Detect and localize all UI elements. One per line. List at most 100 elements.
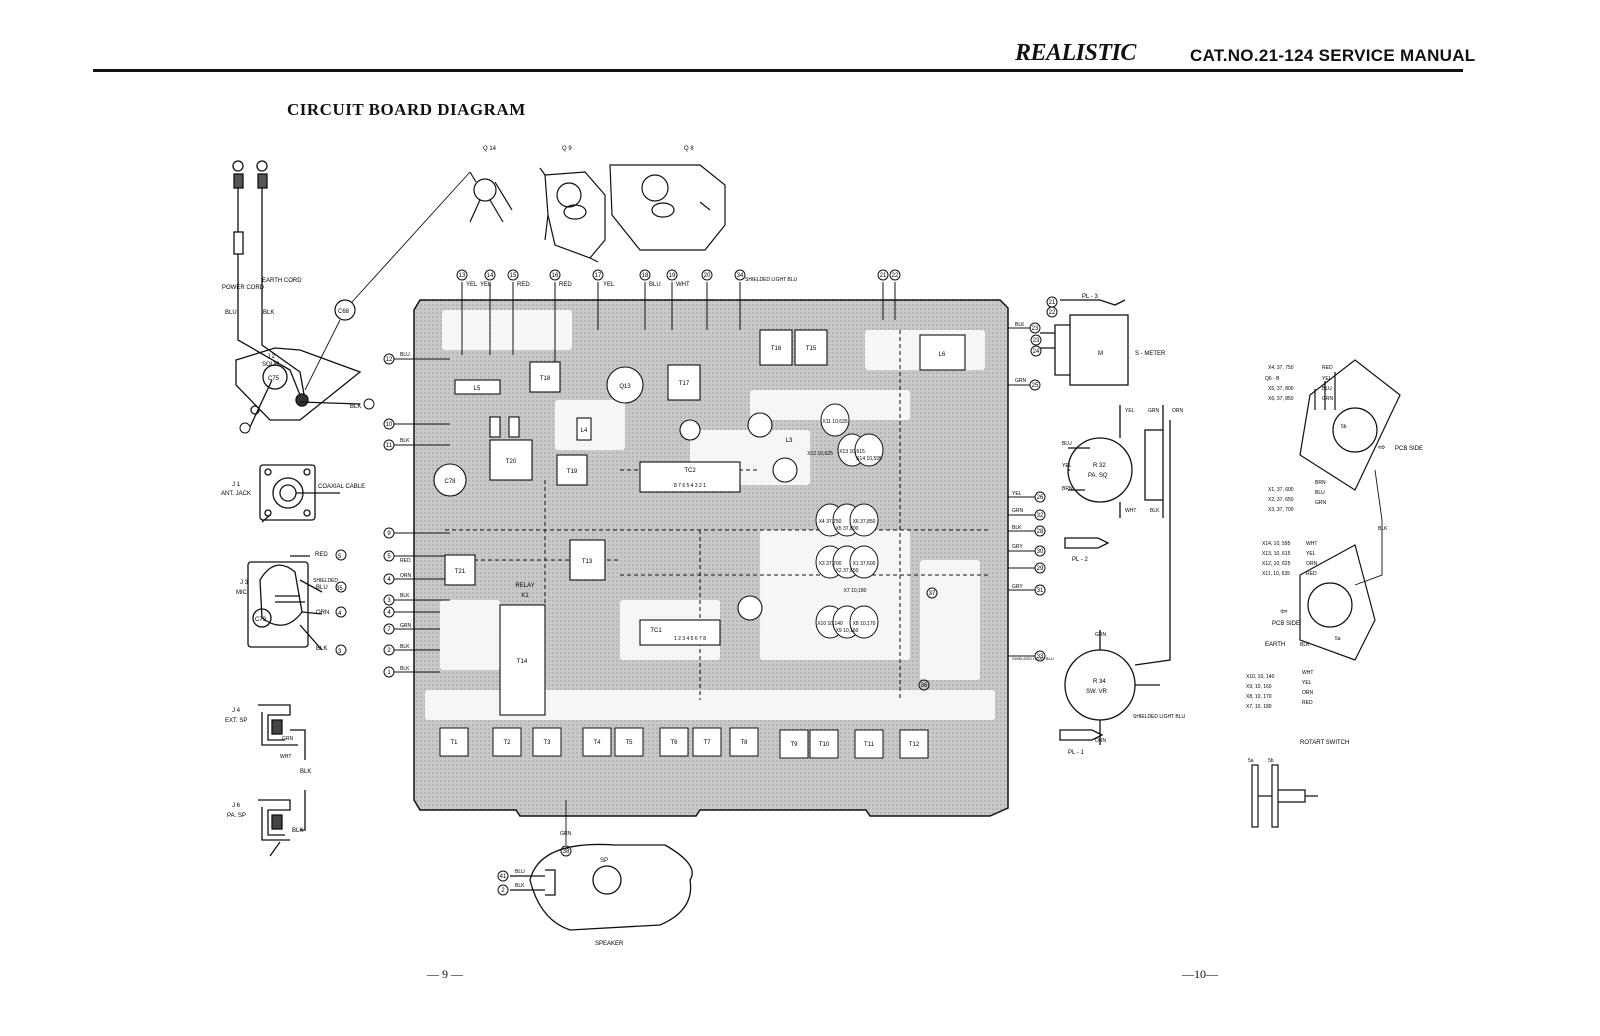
svg-text:24: 24 [1033, 349, 1040, 355]
wire-red-label: RED [315, 552, 328, 558]
svg-text:T18: T18 [540, 376, 551, 382]
svg-text:1 2 3 4 5 6 7 8: 1 2 3 4 5 6 7 8 [674, 636, 706, 642]
svg-text:RED: RED [517, 282, 530, 288]
svg-text:K1: K1 [521, 593, 529, 599]
speaker-lead-grn: GRN [560, 831, 572, 837]
j2-label: J 2 [267, 354, 276, 360]
r32-wire-label: BLU [1062, 441, 1072, 447]
r32-wire-label: YEL [1062, 463, 1072, 469]
svg-text:X5 37,800: X5 37,800 [836, 526, 859, 532]
switch-5a-label: 5a [1335, 636, 1341, 642]
wire-orn-label: ORN [316, 610, 329, 616]
speaker-label: SPEAKER [595, 941, 624, 947]
svg-text:X4 37,750: X4 37,750 [819, 519, 842, 525]
j6-pa-speaker-jack [258, 790, 306, 857]
svg-text:RED: RED [559, 282, 572, 288]
side-5a-label: 5a [1248, 758, 1254, 764]
svg-text:25: 25 [1032, 383, 1039, 389]
speaker-sp-label: SP [600, 858, 608, 864]
header-rule [93, 69, 1463, 72]
rotary-switch-5b [1299, 359, 1401, 491]
svg-text:X3, 37, 700: X3, 37, 700 [1268, 507, 1294, 513]
svg-text:2: 2 [387, 648, 391, 654]
svg-text:19: 19 [669, 273, 676, 279]
svg-text:X9 10,160: X9 10,160 [836, 628, 859, 634]
svg-text:1: 1 [387, 670, 391, 676]
j2-name-label: SOUR [262, 362, 280, 368]
svg-text:WHT: WHT [676, 282, 690, 288]
svg-text:X6, 37, 850: X6, 37, 850 [1268, 396, 1294, 402]
speaker [510, 843, 693, 931]
svg-text:RED: RED [1302, 700, 1313, 706]
svg-text:11: 11 [386, 443, 393, 449]
c75-label: C75 [268, 376, 280, 382]
svg-text:YEL: YEL [1322, 376, 1332, 382]
svg-text:T3: T3 [543, 740, 551, 746]
svg-text:ORN: ORN [400, 573, 412, 579]
rotary-switch-side-view [1251, 764, 1318, 828]
svg-text:10: 10 [386, 422, 393, 428]
svg-text:35: 35 [336, 586, 343, 592]
page-number-right: —10— [1182, 967, 1218, 981]
svg-text:L4: L4 [581, 428, 588, 434]
crystal-bank [815, 403, 884, 639]
top-wire-labels: YEL YEL RED RED YEL BLU WHT SHIELDED LIG… [466, 277, 798, 288]
svg-text:31: 31 [1037, 588, 1044, 594]
svg-text:RED: RED [1322, 365, 1333, 371]
svg-text:T7: T7 [703, 740, 711, 746]
svg-text:X12, 10, 625: X12, 10, 625 [1262, 561, 1291, 567]
rotary-upper-labels: X4, 37, 750 RED Q6 - B YEL X5, 37, 800 B… [1265, 365, 1334, 513]
bottom-transformers [439, 727, 929, 759]
svg-text:29: 29 [1037, 566, 1044, 572]
svg-text:30: 30 [1037, 549, 1044, 555]
svg-text:BLU: BLU [1322, 386, 1332, 392]
svg-text:L6: L6 [939, 352, 946, 358]
c68-capacitor [334, 299, 356, 321]
wire-wht-label: WHT [280, 754, 291, 760]
svg-text:28: 28 [1037, 529, 1044, 535]
svg-text:T15: T15 [806, 346, 817, 352]
q8-label: Q 8 [684, 146, 694, 152]
meter-label: M [1098, 351, 1103, 357]
r32-name-label: PA. SQ [1088, 473, 1108, 479]
r34-wire-label: GRN [1095, 632, 1107, 638]
svg-text:L3: L3 [786, 438, 793, 444]
svg-text:3: 3 [338, 649, 342, 655]
svg-text:X6 37,850: X6 37,850 [853, 519, 876, 525]
svg-text:X2, 37, 650: X2, 37, 650 [1268, 497, 1294, 503]
q9-label: Q 9 [562, 146, 572, 152]
svg-text:36: 36 [921, 683, 928, 689]
svg-text:34: 34 [737, 273, 744, 279]
svg-text:5: 5 [338, 554, 342, 560]
terminal-marker [239, 422, 251, 434]
svg-text:X13 10,615: X13 10,615 [839, 449, 865, 455]
r34-name-label: SW. VR [1086, 689, 1108, 695]
svg-text:YEL: YEL [603, 282, 615, 288]
section-title: CIRCUIT BOARD DIAGRAM [287, 100, 526, 119]
svg-text:X8, 10, 170: X8, 10, 170 [1246, 694, 1272, 700]
pl3-label: PL - 3 [1082, 294, 1098, 300]
svg-text:X7 10,180: X7 10,180 [844, 588, 867, 594]
s-meter [1040, 299, 1129, 386]
q9-transistor [539, 167, 606, 263]
svg-text:23: 23 [1032, 326, 1039, 332]
svg-text:T11: T11 [864, 742, 875, 748]
pl2-label: PL - 2 [1072, 557, 1088, 563]
r34-wire-label: ORN [1095, 738, 1107, 744]
earth-label: EARTH [1265, 642, 1285, 648]
svg-text:T1: T1 [450, 740, 458, 746]
wire-blk-label: BLK [316, 646, 327, 652]
earth-cord-label: EARTH CORD [262, 278, 302, 284]
pl1-plug [1059, 729, 1104, 741]
pl2-plug [1064, 537, 1110, 549]
svg-text:X10, 10, 140: X10, 10, 140 [1246, 674, 1275, 680]
svg-text:Q13: Q13 [619, 384, 631, 390]
svg-text:BLU: BLU [649, 282, 661, 288]
r32-pa-squelch [1067, 405, 1164, 518]
side-5b-label: 5b [1268, 758, 1274, 764]
svg-text:GRN: GRN [1012, 508, 1024, 514]
wire-blu-label: BLU [225, 310, 237, 316]
